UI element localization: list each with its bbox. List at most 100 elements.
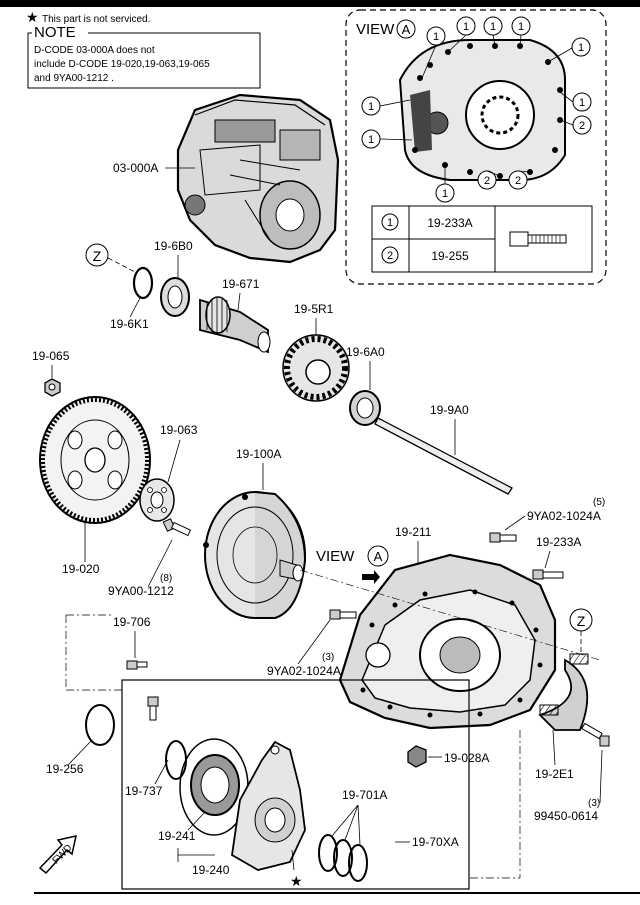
z-circle-icon: [85, 243, 109, 267]
label-z-top: Z: [93, 248, 102, 264]
part-19-6B0: [160, 277, 190, 317]
note-line-3: and 9YA00-1212 .: [34, 73, 114, 84]
label-19-256: 19-256: [46, 762, 84, 776]
star-icon: ★: [26, 9, 39, 25]
svg-text:1: 1: [578, 42, 584, 54]
label-19-241: 19-241: [158, 829, 196, 843]
label-99450-0614-qty: (3): [588, 798, 600, 809]
label-9YA02-1024A-mid-qty: (3): [322, 652, 334, 663]
label-19-240: 19-240: [192, 863, 230, 877]
part-19-5R1: [282, 334, 350, 402]
label-19-020: 19-020: [62, 562, 100, 576]
legend-num-2: 2: [387, 250, 393, 262]
label-19-701A: 19-701A: [342, 788, 387, 802]
view-a-spline: [480, 95, 520, 135]
note-block: ★ This part is not serviced. NOTE D-CODE…: [26, 9, 261, 89]
legend-circle-1: [381, 213, 399, 231]
bolt-icon: [509, 231, 567, 247]
label-03-000A: 03-000A: [113, 161, 158, 175]
legend-code-1: 19-233A: [427, 216, 472, 230]
note-heading: NOTE: [34, 24, 76, 41]
not-serviced-star-icon: ★: [290, 873, 303, 889]
legend-num-1: 1: [387, 217, 393, 229]
part-19-100A: [203, 491, 307, 619]
part-19-671: [199, 296, 271, 354]
view-a-callouts: [361, 16, 592, 203]
label-19-9A0: 19-9A0: [430, 403, 469, 417]
label-9YA00-1212: 9YA00-1212: [108, 584, 174, 598]
label-19-70XA: 19-70XA: [412, 835, 459, 849]
part-19-020: [39, 396, 151, 524]
part-19-065: [44, 378, 61, 397]
svg-text:1: 1: [518, 21, 524, 33]
note-line-1: D-CODE 03-000A does not: [34, 45, 155, 56]
view-ref-circle-icon: [367, 545, 389, 567]
label-9YA02-1024A-mid: 9YA02-1024A: [267, 664, 341, 678]
note-line-2: include D-CODE 19-020,19-063,19-065: [34, 59, 210, 70]
part-19-9A0: [374, 417, 513, 495]
svg-text:1: 1: [368, 101, 374, 113]
label-19-063: 19-063: [160, 423, 198, 437]
legend-code-2: 19-255: [431, 249, 469, 263]
part-19-701A: [318, 834, 368, 882]
label-z-right: Z: [577, 613, 586, 629]
part-19-6A0: [349, 390, 381, 426]
view-a-legend-table: 1 19-233A 2 19-255: [371, 205, 593, 273]
label-19-6B0: 19-6B0: [154, 239, 193, 253]
label-19-2E1: 19-2E1: [535, 767, 574, 781]
part-oil-pump-body: [231, 740, 306, 871]
assembly-box-19-70XA: [121, 679, 470, 890]
svg-text:2: 2: [484, 175, 490, 187]
part-9YA02-1024A-mid: [329, 609, 357, 620]
label-19-100A: 19-100A: [236, 447, 281, 461]
svg-text:1: 1: [442, 188, 448, 200]
view-a-circle-icon: [396, 19, 416, 39]
label-9YA02-1024A-top: 9YA02-1024A: [527, 509, 601, 523]
label-99450-0614: 99450-0614: [534, 809, 598, 823]
label-19-6A0: 19-6A0: [346, 345, 385, 359]
label-19-6K1: 19-6K1: [110, 317, 149, 331]
label-19-706: 19-706: [113, 615, 151, 629]
part-19-2E1: [538, 653, 589, 731]
part-19-6K1: [132, 266, 154, 300]
part-9YA00-1212: [162, 518, 192, 537]
legend-circle-2: [381, 246, 399, 264]
svg-text:1: 1: [368, 134, 374, 146]
part-19-737: [147, 696, 159, 721]
part-19-028A: [407, 745, 427, 768]
part-19-241: [190, 754, 240, 816]
view-ref-title: VIEW: [316, 548, 355, 565]
view-a-bolt-dots: [412, 43, 563, 179]
label-19-211: 19-211: [395, 525, 432, 539]
svg-text:2: 2: [515, 175, 521, 187]
part-snap-ring: [165, 740, 187, 780]
top-rule: [0, 0, 640, 7]
view-arrow-icon: [362, 570, 380, 584]
label-9YA00-1212-qty: (8): [160, 573, 172, 584]
part-99450-0614: [581, 722, 610, 747]
label-19-737: 19-737: [125, 784, 163, 798]
view-ref-letter: A: [374, 549, 383, 564]
svg-text:1: 1: [490, 21, 496, 33]
note-box: [27, 32, 261, 89]
part-19-211: [338, 553, 557, 730]
part-19-706: [126, 660, 148, 670]
svg-text:1: 1: [433, 31, 439, 43]
label-19-065: 19-065: [32, 349, 70, 363]
view-a-title: VIEW: [356, 21, 395, 38]
svg-text:2: 2: [579, 120, 585, 132]
fwd-arrow-icon: [38, 835, 77, 875]
view-a-letter: A: [402, 22, 411, 37]
label-19-233A: 19-233A: [536, 535, 581, 549]
part-9YA02-1024A-top: [489, 532, 517, 543]
part-19-256: [85, 704, 115, 746]
label-19-028A: 19-028A: [444, 751, 489, 765]
label-19-5R1: 19-5R1: [294, 302, 334, 316]
view-a-frame: [345, 9, 607, 285]
transaxle-assembly: [176, 93, 340, 264]
part-19-063: [139, 478, 175, 522]
label-9YA02-1024A-top-qty: (5): [593, 497, 605, 508]
svg-text:1: 1: [579, 97, 585, 109]
